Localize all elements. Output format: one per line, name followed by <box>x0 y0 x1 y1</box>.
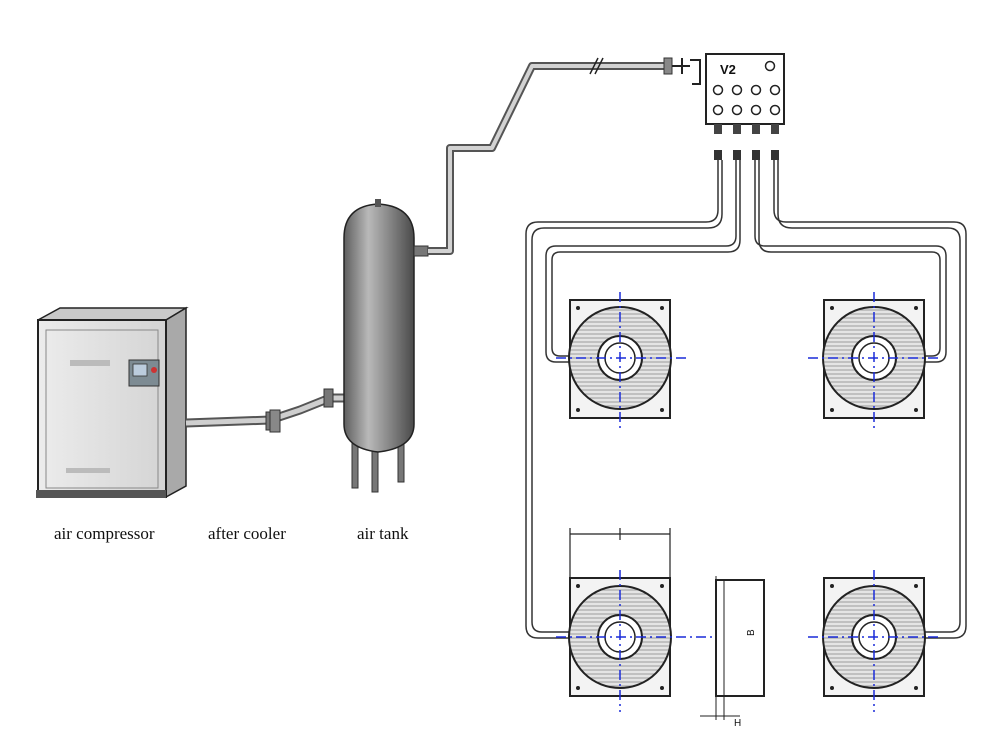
side-view-base-mark: H <box>734 718 741 729</box>
after-cooler <box>269 409 281 433</box>
pipe-tank-to-manifold <box>428 57 701 255</box>
air-pad-bottom-left <box>556 528 712 712</box>
label-air-tank: air tank <box>357 524 409 543</box>
distribution-hoses <box>525 150 967 639</box>
label-after-cooler: after cooler <box>208 524 286 543</box>
manifold-marking: V2 <box>720 62 736 77</box>
air-pad-top-right <box>808 292 942 432</box>
air-pad-bottom-right <box>808 570 942 712</box>
side-view-height-mark: B <box>746 629 757 636</box>
manifold-block: V2 <box>705 53 785 134</box>
air-tank <box>343 199 429 493</box>
pipe-compressor-to-tank <box>185 388 345 431</box>
pad-side-view: B H <box>700 576 765 729</box>
air-pad-top-left <box>556 292 690 432</box>
air-compressor <box>36 306 189 499</box>
label-air-compressor: air compressor <box>54 524 155 543</box>
